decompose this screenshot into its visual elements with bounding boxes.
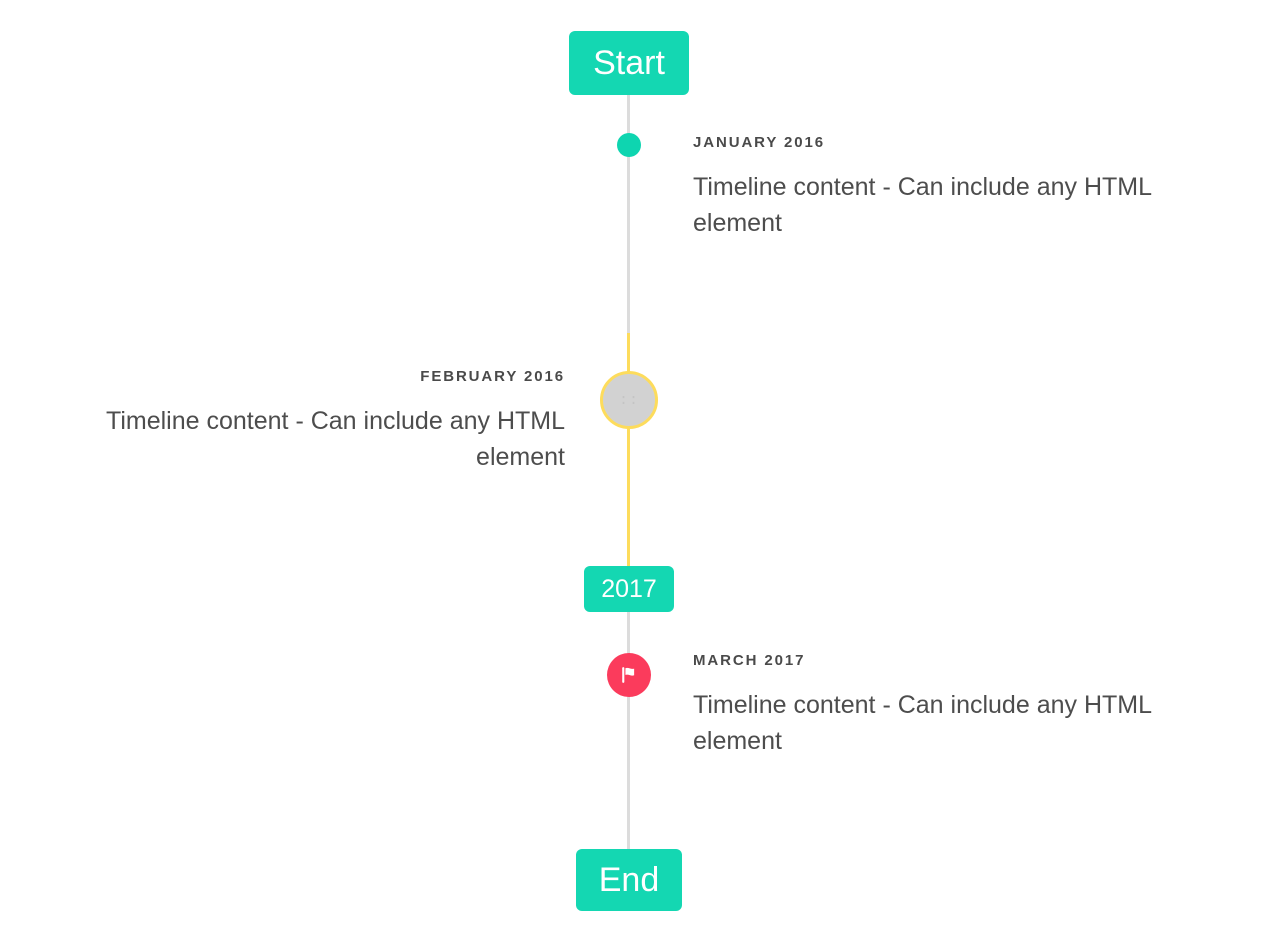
timeline-axis-line-highlight — [627, 333, 630, 566]
entry-date-february: FEBRUARY 2016 — [420, 368, 565, 385]
timeline-start-badge[interactable]: Start — [569, 31, 689, 95]
flag-marker-march[interactable] — [607, 653, 651, 697]
ringed-circle-marker-february[interactable]: :: — [600, 371, 658, 429]
entry-date-january: JANUARY 2016 — [693, 134, 826, 151]
timeline-axis-line-top — [627, 95, 630, 333]
entry-content-january: Timeline content - Can include any HTML … — [693, 173, 1152, 237]
entry-date-march: MARCH 2017 — [693, 652, 806, 669]
timeline-end-badge[interactable]: End — [576, 849, 682, 911]
entry-content-february: Timeline content - Can include any HTML … — [106, 407, 565, 471]
timeline-entry-february-2016: FEBRUARY 2016 Timeline content - Can inc… — [35, 368, 565, 475]
timeline-axis-line-bottom — [627, 612, 630, 849]
placeholder-glyph-icon: :: — [618, 391, 639, 409]
timeline-entry-march-2017: MARCH 2017 Timeline content - Can includ… — [693, 652, 1221, 759]
timeline-entry-january-2016: JANUARY 2016 Timeline content - Can incl… — [693, 134, 1221, 241]
timeline-year-badge-2017[interactable]: 2017 — [584, 566, 674, 612]
dot-marker-january[interactable] — [617, 133, 641, 157]
flag-icon — [622, 667, 635, 683]
entry-content-march: Timeline content - Can include any HTML … — [693, 691, 1152, 755]
